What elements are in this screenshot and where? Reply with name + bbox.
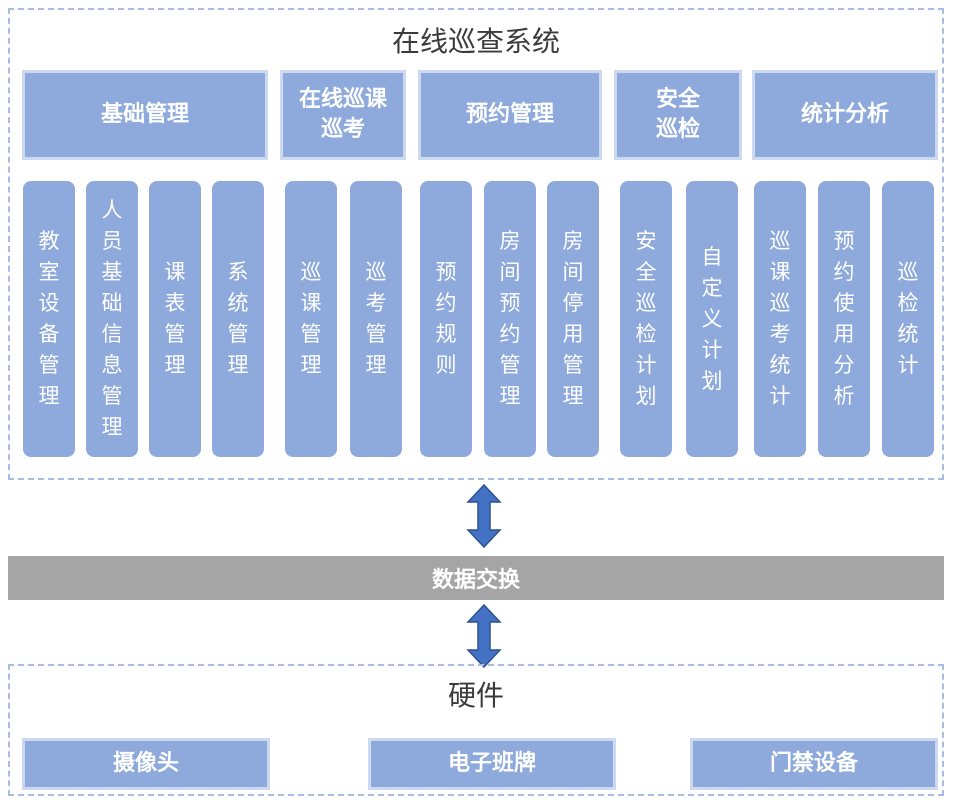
sub-exam-patrol: 巡考管理 (350, 181, 402, 457)
module-label: 基础管理 (100, 102, 189, 127)
module-online-patrol: 在线巡课巡考 (280, 70, 406, 160)
module-basic-management: 基础管理 (22, 70, 268, 160)
sub-inspection-statistics: 巡检统计 (882, 181, 934, 457)
device-label: 摄像头 (112, 751, 179, 776)
module-reservation-management: 预约管理 (418, 70, 602, 160)
sub-custom-plan: 自定义计划 (686, 181, 738, 457)
device-camera: 摄像头 (22, 738, 270, 790)
sub-timetable: 课表管理 (149, 181, 201, 457)
sub-personnel-info: 人员基础信息管理 (86, 181, 138, 457)
module-label: 在线巡课巡考 (299, 87, 388, 142)
system-title: 在线巡查系统 (391, 25, 560, 58)
module-statistics-analysis: 统计分析 (752, 70, 938, 160)
sub-reservation-rules: 预约规则 (420, 181, 472, 457)
sub-class-patrol: 巡课管理 (285, 181, 337, 457)
sub-system-management: 系统管理 (212, 181, 264, 457)
lower-double-arrow-icon (466, 604, 502, 668)
sub-room-suspension: 房间停用管理 (547, 181, 599, 457)
data-exchange-bar: 数据交换 (8, 556, 944, 600)
device-electronic-class-sign: 电子班牌 (368, 738, 616, 790)
sub-patrol-statistics: 巡课巡考统计 (754, 181, 806, 457)
module-label: 安全巡检 (655, 87, 700, 142)
upper-double-arrow-icon (466, 484, 502, 548)
module-label: 统计分析 (800, 102, 889, 127)
hardware-frame (8, 664, 944, 796)
data-exchange-label: 数据交换 (431, 568, 520, 593)
device-access-control: 门禁设备 (690, 738, 938, 790)
module-label: 预约管理 (465, 102, 554, 127)
sub-classroom-equipment: 教室设备管理 (23, 181, 75, 457)
sub-safety-plan: 安全巡检计划 (620, 181, 672, 457)
device-label: 门禁设备 (769, 751, 858, 776)
module-safety-inspection: 安全巡检 (614, 70, 742, 160)
hardware-title: 硬件 (447, 679, 504, 712)
device-label: 电子班牌 (447, 751, 536, 776)
sub-room-reservation: 房间预约管理 (484, 181, 536, 457)
system-frame (8, 8, 944, 480)
sub-reservation-analysis: 预约使用分析 (818, 181, 870, 457)
